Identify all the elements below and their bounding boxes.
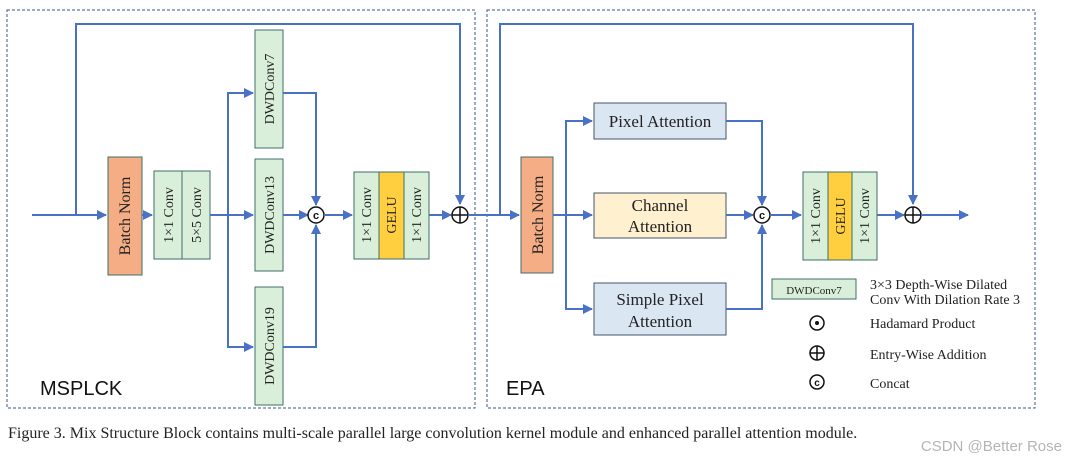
dwd19-merge-arrow bbox=[283, 224, 321, 348]
dwdconv19-label: DWDConv19 bbox=[263, 307, 278, 385]
to-pixel-attention-arrow bbox=[565, 116, 593, 215]
msplck-add-symbol bbox=[451, 206, 469, 224]
pixel-attention-label: Pixel Attention bbox=[609, 112, 712, 131]
channel-attention-box bbox=[593, 192, 727, 239]
dwd7-merge-arrow bbox=[283, 92, 321, 206]
msplck-skip-connection bbox=[75, 23, 465, 215]
legend-concat-label: Concat bbox=[870, 377, 910, 392]
legend-dwd-sample-label: DWDConv7 bbox=[786, 285, 842, 297]
dwdconv7-label: DWDConv7 bbox=[263, 54, 278, 125]
epa-panel bbox=[486, 9, 1036, 409]
epa-gelu-box bbox=[827, 171, 853, 261]
legend-add-label: Entry-Wise Addition bbox=[870, 348, 986, 363]
dwdconv19-box bbox=[254, 286, 284, 406]
msplck-batch-norm-box bbox=[107, 156, 143, 276]
to-simple-pixel-attention-arrow bbox=[565, 215, 593, 314]
msplck-gelu-label: GELU bbox=[385, 196, 400, 233]
channel-attention-label-line1: Channel bbox=[632, 196, 689, 215]
legend-add-symbol bbox=[809, 345, 825, 361]
legend-concat-glyph: c bbox=[814, 378, 820, 389]
conv5x5-box bbox=[181, 170, 211, 260]
conv1x1-box bbox=[153, 170, 183, 260]
msplck-mlp-conv2-label: 1×1 Conv bbox=[410, 187, 425, 243]
epa-concat-symbol: c bbox=[753, 206, 771, 224]
epa-concat-glyph: c bbox=[759, 210, 765, 222]
legend-dwd-desc-line2: Conv With Dilation Rate 3 bbox=[870, 293, 1020, 308]
msplck-batch-norm-label: Batch Norm bbox=[117, 176, 134, 255]
watermark: CSDN @Better Rose bbox=[921, 438, 1062, 455]
epa-mlp-conv1-box bbox=[802, 171, 829, 261]
msplck-mlp-conv1-label: 1×1 Conv bbox=[360, 187, 375, 243]
simple-pixel-attention-merge-arrow bbox=[726, 224, 767, 310]
msplck-concat-symbol: c bbox=[307, 206, 325, 224]
pixel-attention-merge-arrow bbox=[726, 120, 767, 206]
epa-title: EPA bbox=[506, 378, 545, 400]
pixel-attention-box bbox=[593, 102, 727, 140]
simple-pixel-attention-label-line2: Attention bbox=[628, 312, 693, 331]
to-dwd7-arrow bbox=[227, 88, 254, 215]
msplck-concat-glyph: c bbox=[313, 210, 319, 222]
figure-caption: Figure 3. Mix Structure Block contains m… bbox=[8, 425, 857, 442]
msplck-panel bbox=[6, 9, 476, 409]
to-dwd19-arrow bbox=[227, 215, 254, 352]
dwdconv13-label: DWDConv13 bbox=[263, 176, 278, 254]
dwdconv7-box bbox=[254, 29, 284, 149]
simple-pixel-attention-label-line1: Simple Pixel bbox=[616, 290, 704, 309]
simple-pixel-attention-box bbox=[593, 282, 727, 336]
epa-batch-norm-label: Batch Norm bbox=[530, 175, 547, 254]
channel-attention-label-line2: Attention bbox=[628, 217, 693, 236]
epa-batch-norm-box bbox=[520, 156, 554, 274]
epa-add-symbol bbox=[904, 206, 922, 224]
legend-hadamard-label: Hadamard Product bbox=[870, 317, 975, 332]
epa-skip-connection bbox=[499, 23, 918, 215]
legend-dwd-sample-box bbox=[771, 278, 857, 300]
legend-concat-symbol: c bbox=[809, 374, 825, 390]
legend-hadamard-symbol bbox=[809, 315, 825, 331]
conv5x5-label: 5×5 Conv bbox=[190, 187, 205, 243]
conv1x1-label: 1×1 Conv bbox=[162, 187, 177, 243]
msplck-title: MSPLCK bbox=[40, 378, 123, 400]
dwdconv13-box bbox=[254, 158, 284, 272]
legend-dwd-desc-line1: 3×3 Depth-Wise Dilated bbox=[870, 278, 1007, 293]
epa-mlp-conv2-label: 1×1 Conv bbox=[858, 188, 873, 244]
msplck-mlp-conv2-box bbox=[403, 171, 430, 260]
msplck-mlp-conv1-box bbox=[353, 171, 380, 260]
epa-gelu-label: GELU bbox=[834, 197, 849, 234]
epa-mlp-conv1-label: 1×1 Conv bbox=[809, 188, 824, 244]
